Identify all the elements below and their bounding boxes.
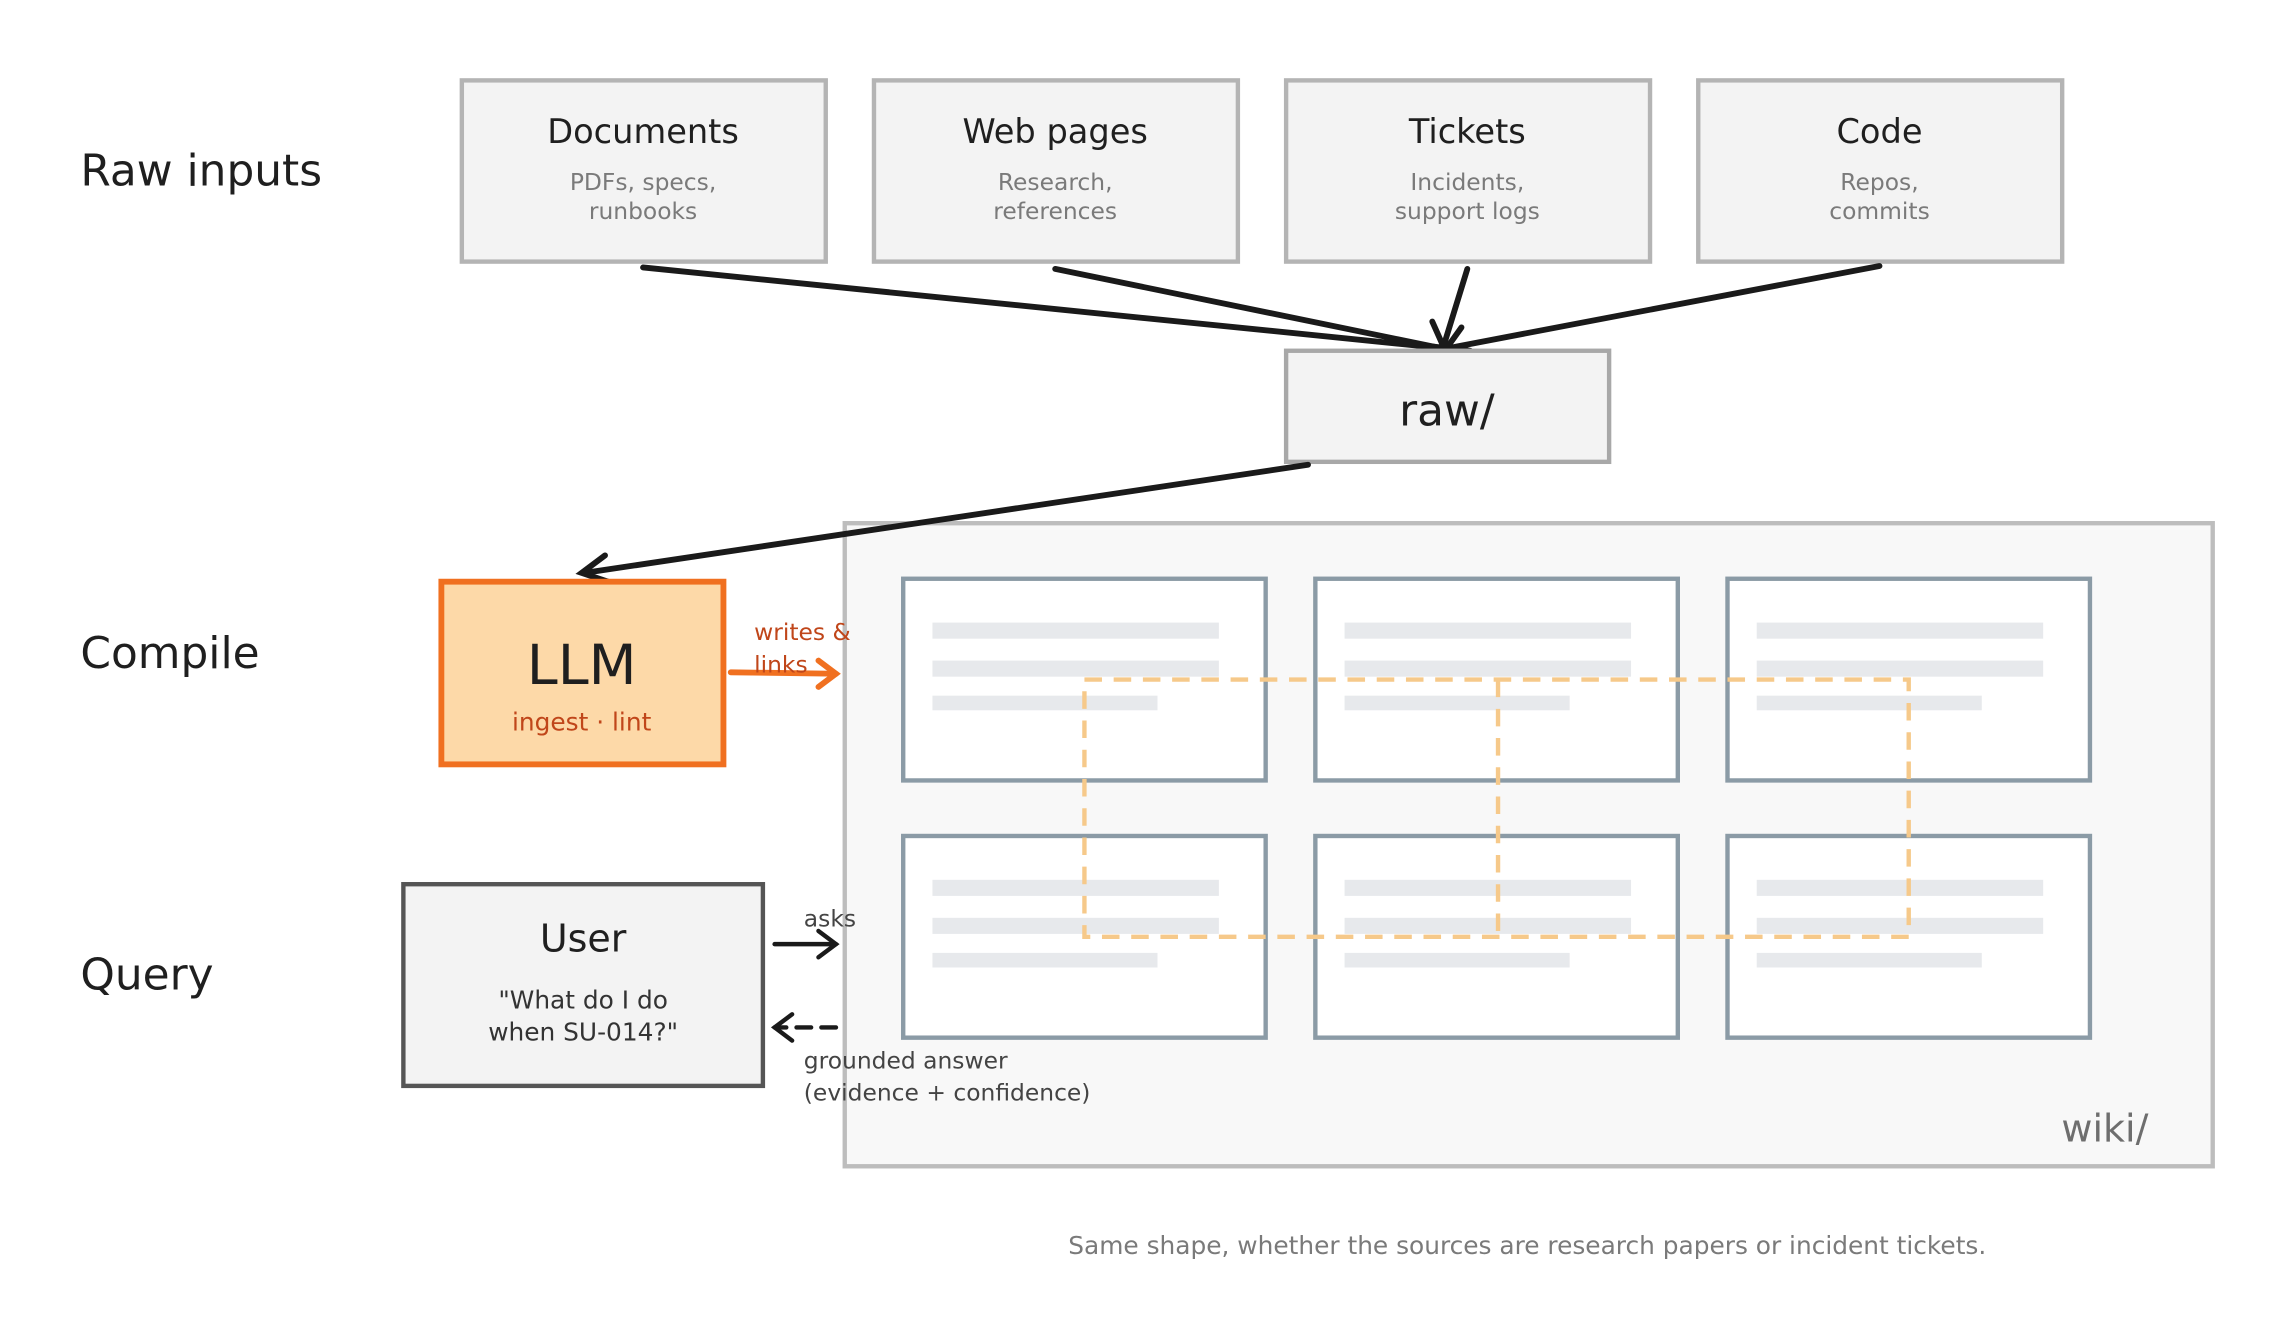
input-title: Code bbox=[1836, 112, 1922, 151]
llm-to-wiki-arrow bbox=[727, 657, 841, 690]
llm-edge-label: links bbox=[754, 650, 808, 678]
input-subtitle: references bbox=[993, 197, 1117, 225]
input-subtitle: commits bbox=[1829, 197, 1930, 225]
stage-label-compile: Compile bbox=[80, 628, 259, 679]
input-box-tickets: Tickets Incidents, support logs bbox=[1283, 78, 1653, 264]
input-box-web-pages: Web pages Research, references bbox=[871, 78, 1241, 264]
input-arrows bbox=[640, 263, 1883, 354]
input-subtitle: Incidents, bbox=[1410, 168, 1524, 196]
input-subtitle: support logs bbox=[1395, 197, 1540, 225]
answer-arrow bbox=[770, 1012, 839, 1043]
asks-arrow bbox=[772, 928, 840, 960]
arrowhead-icon bbox=[815, 657, 841, 690]
wiki-label: wiki/ bbox=[2061, 1106, 2148, 1150]
input-title: Documents bbox=[547, 112, 739, 151]
user-title: User bbox=[540, 916, 627, 960]
raw-box-label: raw/ bbox=[1399, 385, 1495, 436]
stage-label-query: Query bbox=[80, 949, 213, 1000]
input-box-documents: Documents PDFs, specs, runbooks bbox=[459, 78, 828, 264]
answer-label: grounded answer bbox=[804, 1046, 1008, 1074]
user-question: "What do I do bbox=[498, 985, 668, 1014]
llm-edge-label: writes & bbox=[754, 618, 851, 646]
input-title: Tickets bbox=[1408, 112, 1526, 151]
caption: Same shape, whether the sources are rese… bbox=[1068, 1231, 1986, 1260]
arrowhead-icon bbox=[816, 928, 840, 960]
input-subtitle: Repos, bbox=[1840, 168, 1918, 196]
input-title: Web pages bbox=[962, 112, 1147, 151]
input-subtitle: Research, bbox=[998, 168, 1113, 196]
arrowhead-icon bbox=[770, 1012, 795, 1043]
answer-label: (evidence + confidence) bbox=[804, 1079, 1091, 1107]
input-subtitle: runbooks bbox=[589, 197, 697, 225]
user-box: User "What do I do when SU-014?" bbox=[401, 882, 766, 1089]
input-box-code: Code Repos, commits bbox=[1696, 78, 2065, 264]
llm-box: LLM ingest · lint bbox=[438, 578, 727, 768]
stage-label-raw-inputs: Raw inputs bbox=[80, 146, 322, 197]
raw-box: raw/ bbox=[1283, 348, 1612, 465]
asks-label: asks bbox=[804, 905, 856, 933]
llm-subtitle: ingest · lint bbox=[512, 708, 652, 737]
wiki-crosslinks bbox=[1082, 677, 1911, 940]
input-subtitle: PDFs, specs, bbox=[570, 168, 716, 196]
user-question: when SU-014?" bbox=[488, 1018, 678, 1047]
arrowhead-icon bbox=[1414, 318, 1449, 352]
llm-title: LLM bbox=[527, 633, 637, 698]
